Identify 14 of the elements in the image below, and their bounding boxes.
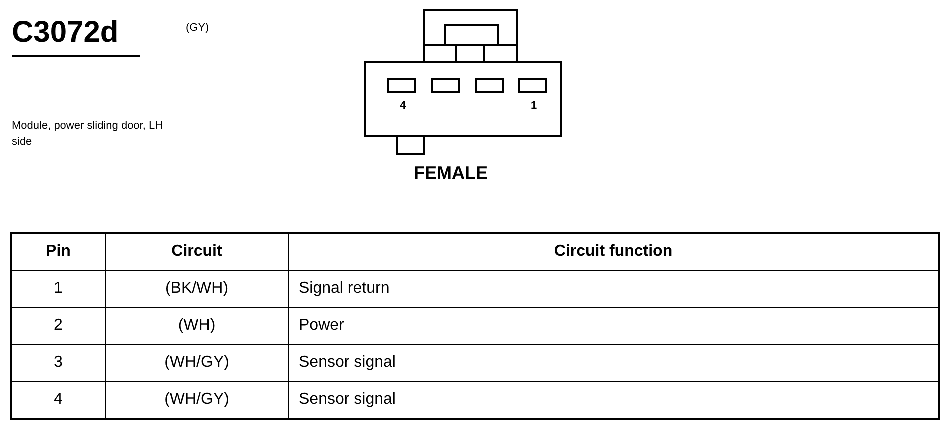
connector-gender-label: FEMALE [414, 163, 488, 184]
circuit-color: (BK/WH) [106, 270, 288, 308]
pin-number: 2 [11, 308, 106, 344]
pin-number: 1 [531, 100, 538, 112]
connector-description: Module, power sliding door, LH side [12, 119, 164, 150]
wire-color-label: (GY) [186, 22, 210, 34]
pin-number: 1 [11, 270, 106, 308]
pin-number: 4 [400, 100, 406, 112]
column-header: Circuit [106, 233, 288, 270]
connector-id-title: C3072d [12, 16, 119, 50]
circuit-color: (WH) [106, 308, 288, 344]
pin-number: 3 [11, 344, 106, 382]
circuit-color: (WH/GY) [106, 344, 288, 382]
column-header: Pin [11, 233, 106, 270]
